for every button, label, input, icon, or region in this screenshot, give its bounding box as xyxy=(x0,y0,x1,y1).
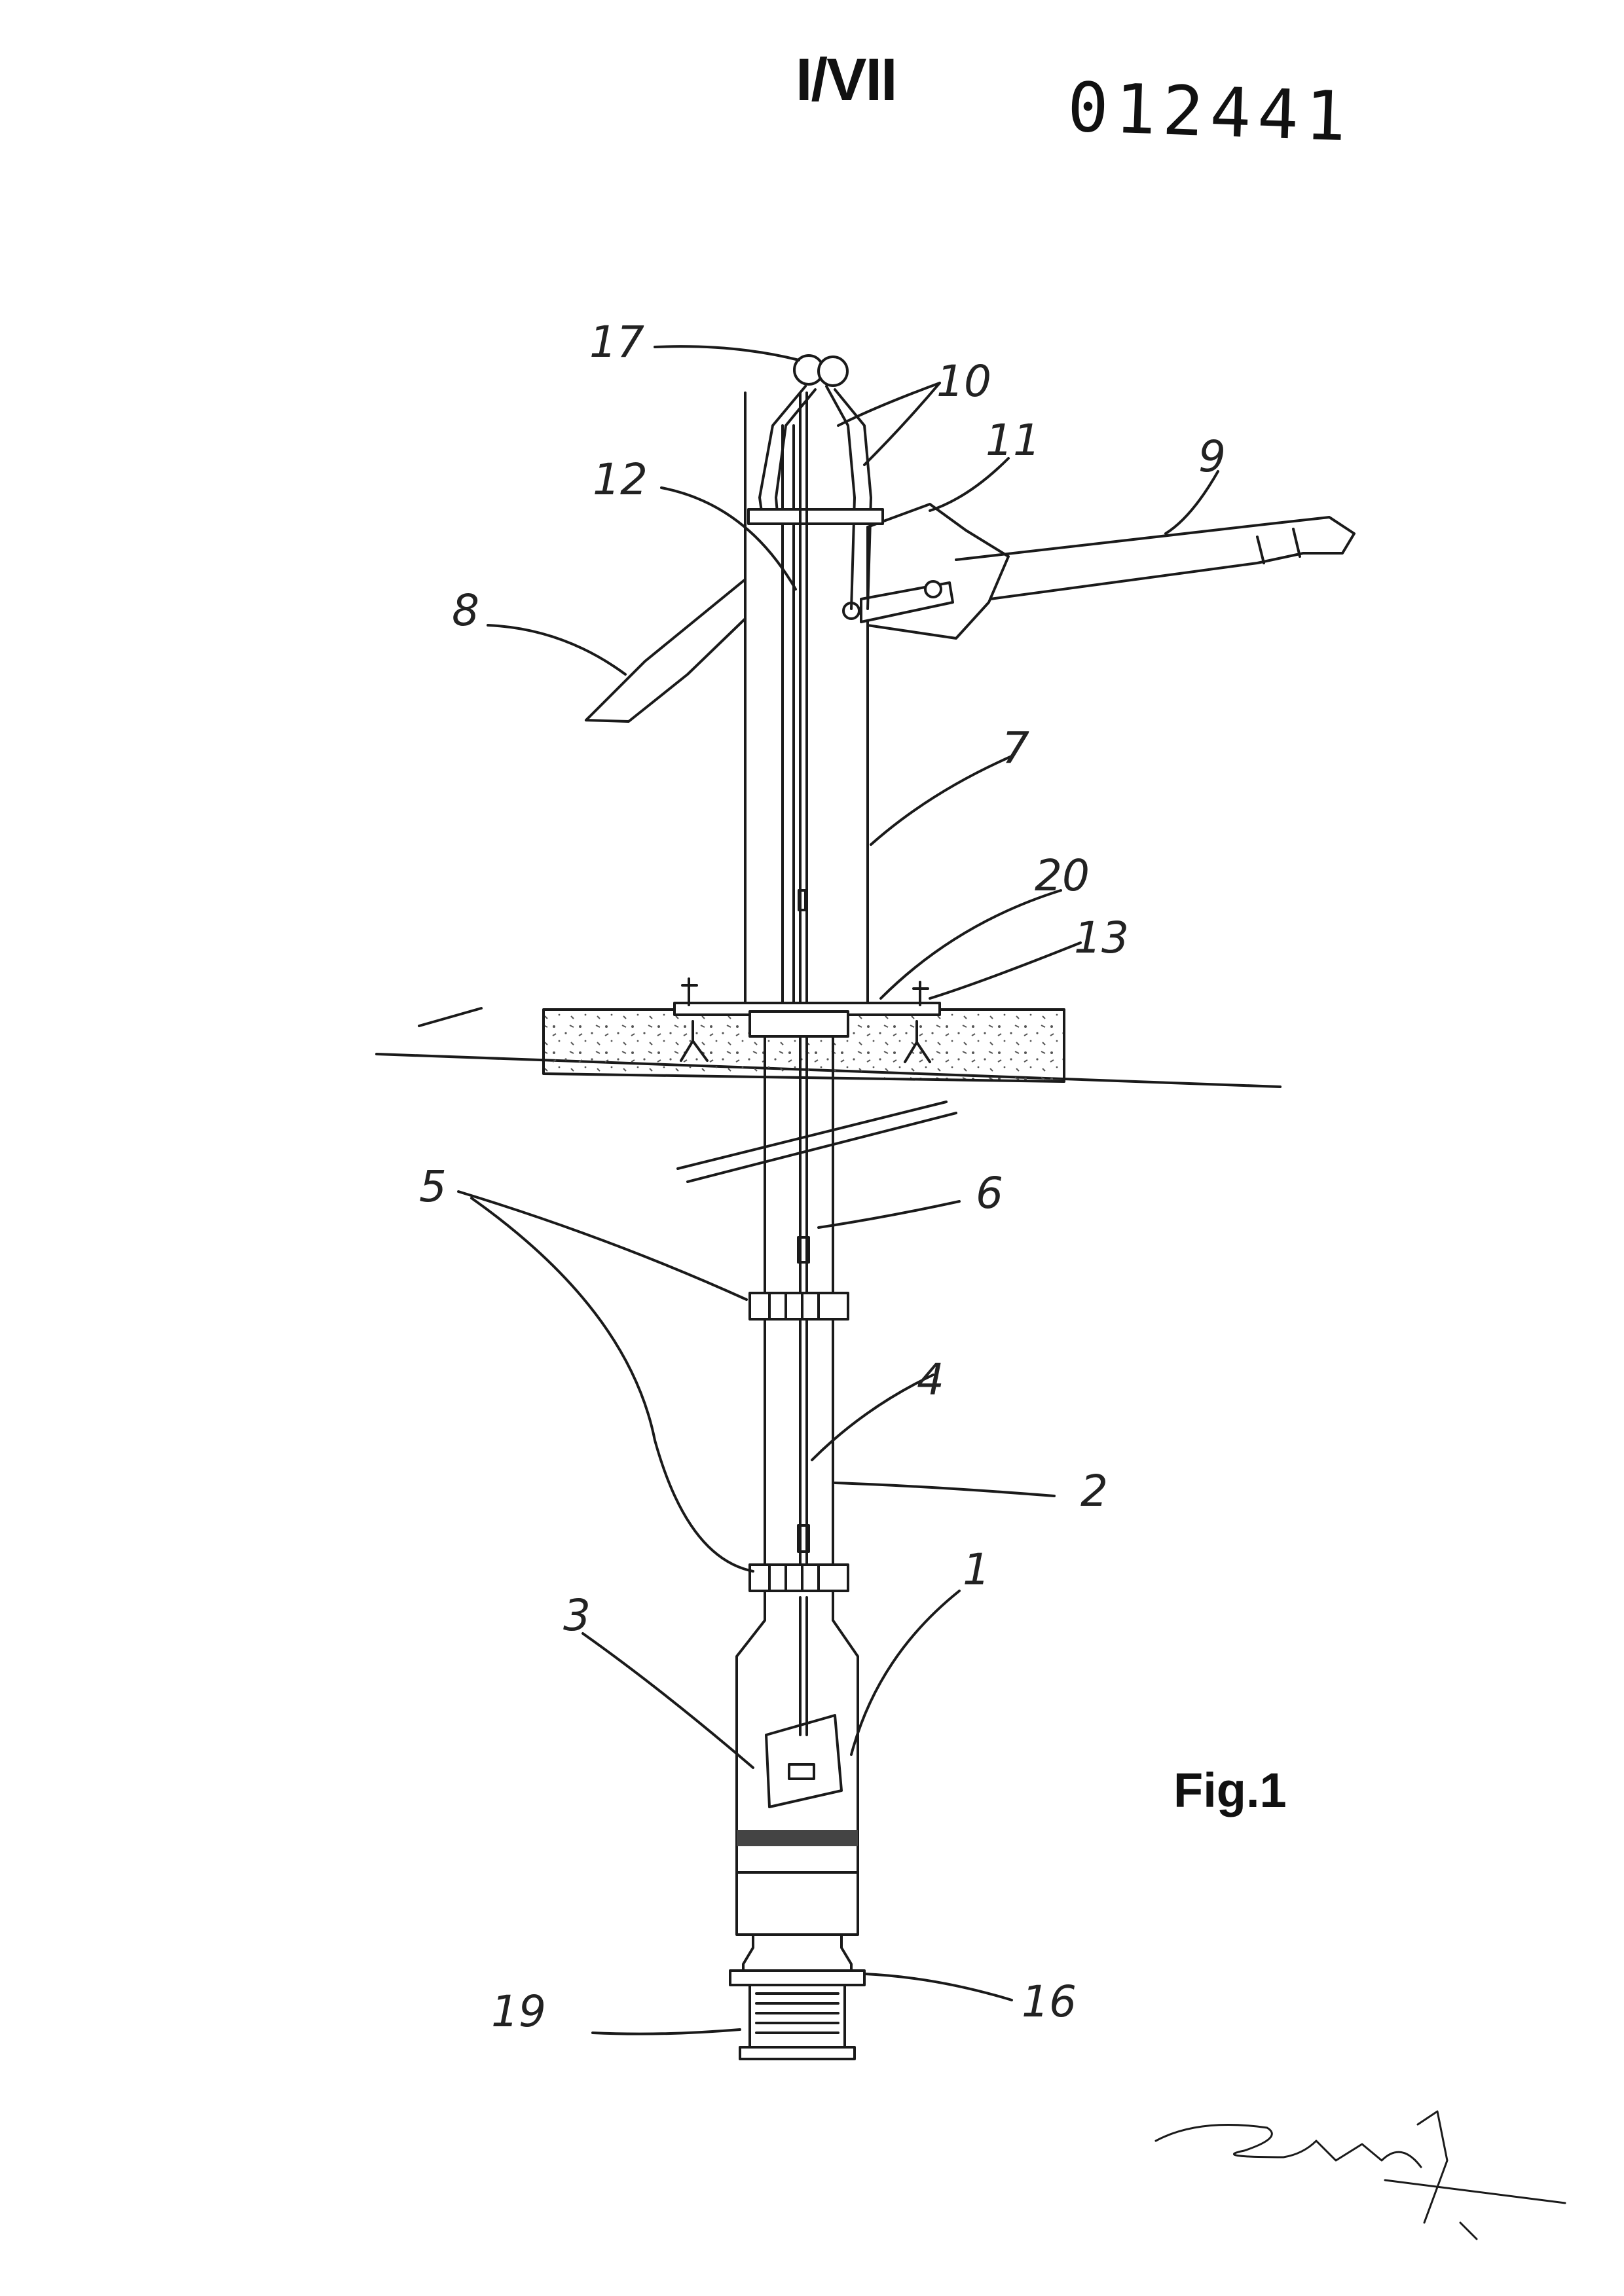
ref-16: 16 xyxy=(1022,1977,1077,2027)
leader-17 xyxy=(655,346,799,360)
leader-13 xyxy=(930,943,1080,998)
outlet-spout xyxy=(586,579,745,721)
break-line-1 xyxy=(678,1102,946,1169)
leader-5b xyxy=(471,1198,753,1571)
piston xyxy=(766,1715,841,1807)
top-pivot-right xyxy=(819,357,847,386)
base-flange xyxy=(750,1011,848,1036)
leader-1 xyxy=(851,1591,959,1755)
ref-20: 20 xyxy=(1035,850,1090,901)
leader-6 xyxy=(819,1201,959,1228)
ref-10: 10 xyxy=(936,356,991,407)
pipe-coupling-lower xyxy=(750,1565,848,1591)
cylinder-rod xyxy=(800,1597,807,1735)
leader-8 xyxy=(488,625,625,674)
leader-16 xyxy=(864,1974,1012,2000)
ref-5: 5 xyxy=(419,1161,447,1212)
signature-icon xyxy=(1156,2111,1565,2239)
stirrup-clamp xyxy=(748,509,883,524)
ref-1: 1 xyxy=(963,1544,990,1595)
break-line-2 xyxy=(688,1113,956,1182)
ref-6: 6 xyxy=(976,1168,1003,1218)
ref-12: 12 xyxy=(593,454,648,505)
figure-caption: Fig.1 xyxy=(1173,1762,1287,1818)
leader-7 xyxy=(871,756,1012,845)
leader-20 xyxy=(881,890,1061,998)
ref-17: 17 xyxy=(589,317,644,367)
leader-10a xyxy=(838,383,940,426)
suction-nozzle xyxy=(743,1935,851,1971)
leader-4 xyxy=(812,1375,933,1460)
ref-2: 2 xyxy=(1080,1466,1108,1516)
leader-10b xyxy=(864,383,940,465)
pipe-coupling-upper xyxy=(750,1293,848,1319)
strainer-flange xyxy=(730,1971,864,1985)
handle-pivot xyxy=(925,581,941,597)
leader-2 xyxy=(835,1483,1054,1496)
ground-mark xyxy=(419,1008,481,1026)
ref-3: 3 xyxy=(563,1590,591,1641)
leader-11 xyxy=(930,458,1008,511)
ref-9: 9 xyxy=(1198,431,1226,482)
pump-rod-upper xyxy=(800,393,807,1003)
ref-7: 7 xyxy=(1002,723,1029,773)
cylinder-band xyxy=(737,1830,858,1846)
leader-19 xyxy=(593,2030,740,2034)
ref-8: 8 xyxy=(452,585,479,636)
ref-13: 13 xyxy=(1074,913,1129,963)
ref-11: 11 xyxy=(986,415,1041,465)
inner-rod-lower xyxy=(800,1319,807,1565)
ref-4: 4 xyxy=(917,1355,944,1405)
ref-19: 19 xyxy=(491,1986,546,2037)
leader-3 xyxy=(583,1633,753,1768)
piston-valve xyxy=(789,1764,814,1779)
pump-head xyxy=(868,504,1008,638)
strainer-base xyxy=(740,2047,855,2059)
leader-5a xyxy=(458,1192,747,1300)
